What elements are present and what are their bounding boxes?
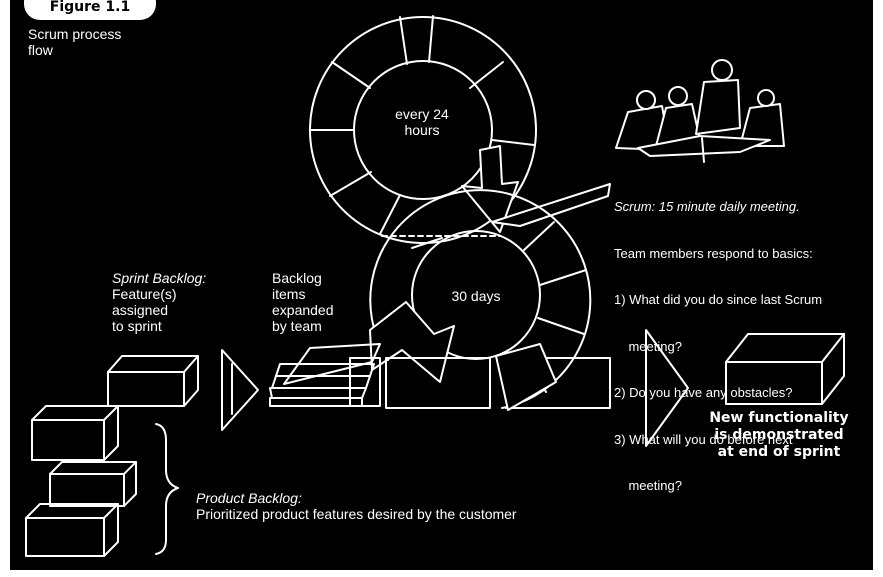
expanded-line: Backlog <box>272 270 352 286</box>
product-backlog-boxes <box>26 406 136 556</box>
expanded-items-text: Backlog items expanded by team <box>272 270 352 334</box>
sprint-cycle-label: 30 days <box>440 288 512 304</box>
daily-cycle-line-1: every 24 <box>382 106 462 122</box>
result-line: is demonstrated <box>690 427 868 444</box>
sprint-segment <box>496 344 556 410</box>
caption-line-2: flow <box>28 42 121 58</box>
caption-line-1: Scrum process <box>28 26 121 42</box>
sprint-backlog-box <box>108 356 198 406</box>
daily-cycle-line-2: hours <box>382 122 462 138</box>
daily-scrum-line: meeting? <box>614 478 869 494</box>
daily-scrum-line: meeting? <box>614 339 869 355</box>
scrum-diagram-panel: Figure 1.1 <box>10 0 873 570</box>
caption: Scrum process flow <box>28 26 121 58</box>
sprint-backlog-line: to sprint <box>112 318 222 334</box>
sprint-entry-arrow <box>370 302 454 382</box>
daily-scrum-line: Team members respond to basics: <box>614 246 869 262</box>
result-line: New functionality <box>690 410 868 427</box>
sprint-backlog-text: Sprint Backlog: Feature(s) assigned to s… <box>112 270 222 334</box>
product-backlog-text: Product Backlog: Prioritized product fea… <box>196 490 616 522</box>
daily-scrum-line: 2) Do you have any obstacles? <box>614 385 869 401</box>
expanded-line: items <box>272 286 352 302</box>
daily-scrum-line: 1) What did you do since last Scrum <box>614 292 869 308</box>
product-backlog-title: Product Backlog: <box>196 490 616 506</box>
daily-cycle-label: every 24 hours <box>382 106 462 138</box>
product-backlog-subtitle: Prioritized product features desired by … <box>196 506 616 522</box>
daily-scrum-title: Scrum: 15 minute daily meeting. <box>614 199 869 215</box>
daily-scrum-text: Scrum: 15 minute daily meeting. Team mem… <box>614 168 869 525</box>
product-backlog-bracket <box>156 424 178 554</box>
expanded-item-stack <box>270 344 380 406</box>
expanded-line: expanded <box>272 302 352 318</box>
result-text: New functionality is demonstrated at end… <box>690 410 868 461</box>
expanded-line: by team <box>272 318 352 334</box>
meeting-people-icon <box>616 60 784 162</box>
arrow-to-expanded <box>222 350 258 430</box>
result-line: at end of sprint <box>690 444 868 461</box>
sprint-backlog-line: Feature(s) <box>112 286 222 302</box>
sprint-backlog-line: assigned <box>112 302 222 318</box>
sprint-backlog-title: Sprint Backlog: <box>112 270 222 286</box>
